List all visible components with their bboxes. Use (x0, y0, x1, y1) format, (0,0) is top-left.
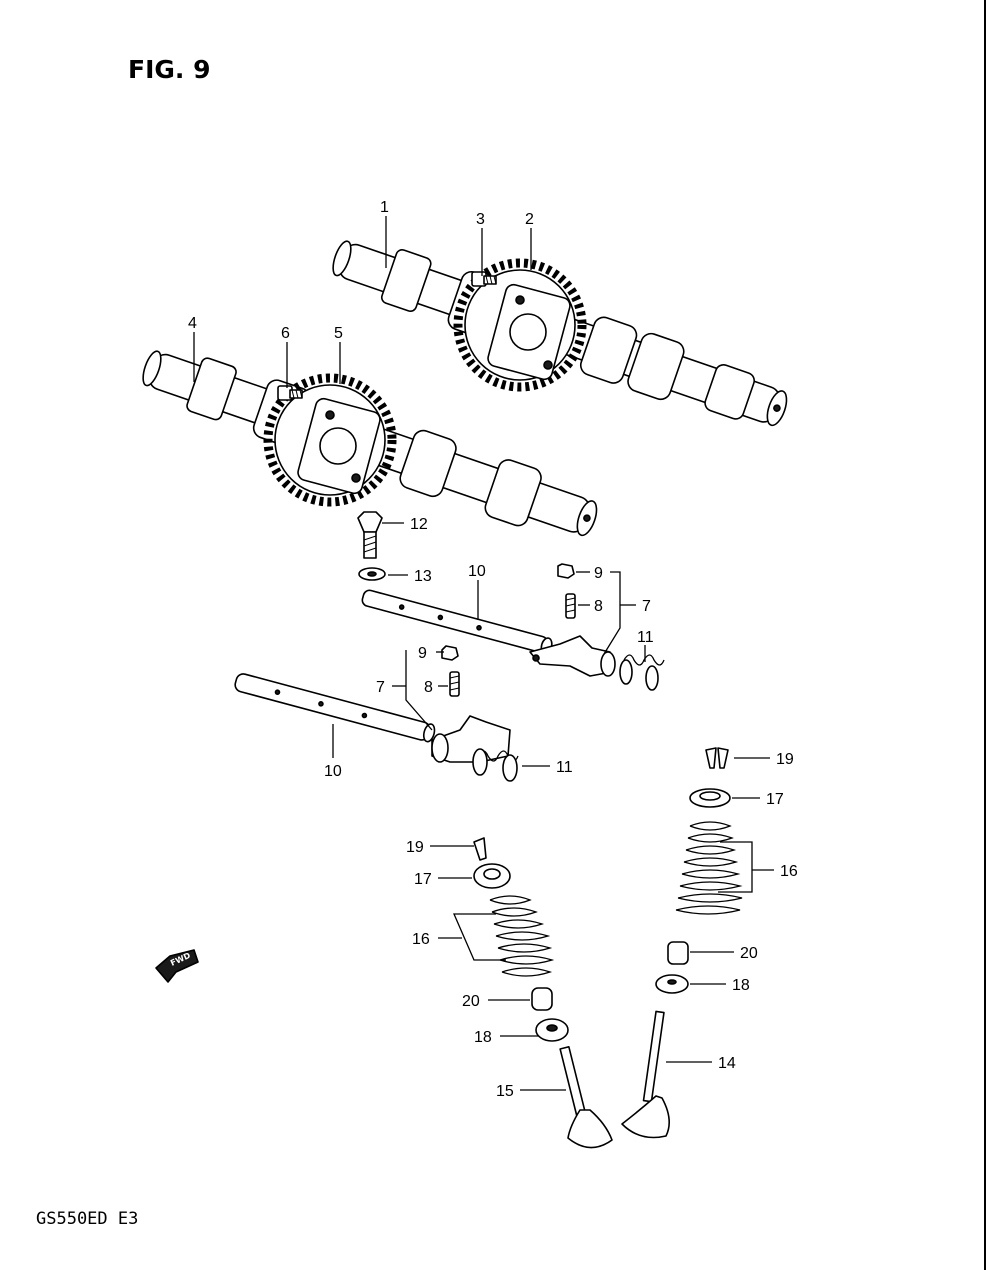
callout-10-lower: 10 (324, 763, 342, 780)
callout-8-lower: 8 (424, 679, 433, 696)
callout-19-left: 19 (406, 839, 424, 856)
rocker-arm-upper[interactable] (529, 635, 616, 677)
valve-stem-seal-left[interactable] (531, 987, 553, 1011)
callout-10-upper: 10 (468, 563, 486, 580)
callout-labels: 1 2 3 4 5 6 12 13 10 9 8 7 11 9 8 7 10 1… (188, 199, 798, 1100)
callout-1: 1 (380, 199, 389, 216)
callout-18-left: 18 (474, 1029, 492, 1046)
callout-15: 15 (496, 1083, 514, 1100)
callout-3: 3 (476, 211, 485, 228)
callout-18-right: 18 (732, 977, 750, 994)
callout-6: 6 (281, 325, 290, 342)
callout-8-upper: 8 (594, 598, 603, 615)
valve-cotters-right[interactable] (705, 747, 729, 769)
sealing-washer[interactable] (358, 567, 386, 581)
callout-7-lower: 7 (376, 679, 385, 696)
callout-5: 5 (334, 325, 343, 342)
callout-13: 13 (414, 568, 432, 585)
valve-stem-seal-right[interactable] (667, 941, 689, 965)
page-edge-line (984, 0, 986, 1270)
callout-11-lower: 11 (556, 759, 573, 776)
tappet-screw-lower[interactable] (449, 671, 460, 697)
callout-9-upper: 9 (594, 565, 603, 582)
callout-9-lower: 9 (418, 645, 427, 662)
callout-20-left: 20 (462, 993, 480, 1010)
sprocket-bolt-lower[interactable] (277, 385, 303, 401)
rocker-shaft-bolt[interactable] (357, 511, 383, 559)
callout-16-right: 16 (780, 863, 798, 880)
rocker-shaft-lower[interactable] (234, 672, 437, 743)
callout-7-upper: 7 (642, 598, 651, 615)
callout-12: 12 (410, 516, 428, 533)
callout-17-left: 17 (414, 871, 432, 888)
intake-valve[interactable] (559, 1045, 613, 1149)
rocker-spring-upper[interactable] (619, 654, 665, 691)
leader-lines (193, 216, 774, 1091)
callout-4: 4 (188, 315, 197, 332)
valve-springs-left[interactable] (489, 895, 555, 977)
cam-sprocket-upper[interactable] (453, 258, 587, 392)
callout-17-right: 17 (766, 791, 784, 808)
tappet-screw-upper[interactable] (565, 593, 576, 619)
rocker-spring-lower[interactable] (472, 748, 519, 782)
callout-2: 2 (525, 211, 534, 228)
sprocket-bolt-upper[interactable] (471, 271, 497, 287)
model-code: GS550ED E3 (36, 1209, 138, 1229)
callout-16-left: 16 (412, 931, 430, 948)
rocker-arm-lower[interactable] (431, 715, 511, 763)
spring-retainer-right[interactable] (689, 788, 731, 808)
adjuster-nut-upper[interactable] (557, 563, 575, 579)
valve-cotters-left[interactable] (473, 837, 487, 861)
exhaust-valve[interactable] (621, 1010, 670, 1139)
figure-title: FIG. 9 (128, 55, 211, 84)
spring-seat-left[interactable] (535, 1018, 569, 1042)
spring-seat-right[interactable] (655, 974, 689, 994)
adjuster-nut-lower[interactable] (441, 645, 459, 661)
callout-20-right: 20 (740, 945, 758, 962)
forward-direction-arrow: FWD (155, 949, 199, 983)
valve-springs-right[interactable] (675, 821, 743, 915)
callout-14: 14 (718, 1055, 736, 1072)
spring-retainer-left[interactable] (473, 863, 511, 889)
rocker-shaft-upper[interactable] (361, 589, 553, 655)
callout-19-right: 19 (776, 751, 794, 768)
cam-sprocket-lower[interactable] (263, 373, 397, 507)
callout-11-upper: 11 (637, 629, 654, 646)
